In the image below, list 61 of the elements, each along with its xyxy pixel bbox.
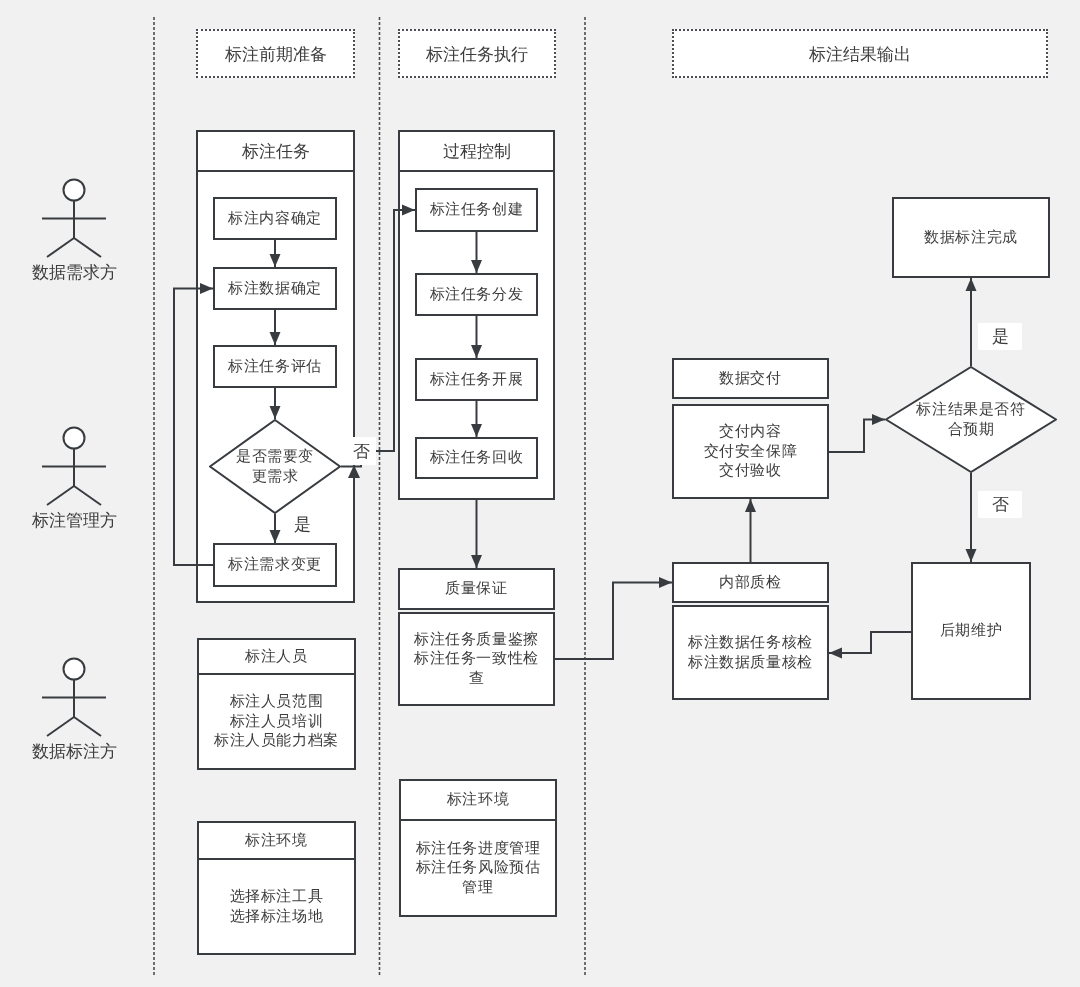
container-title: 标注任务 — [198, 132, 353, 172]
container-box — [398, 130, 555, 500]
arrow — [340, 204, 416, 468]
card-header: 标注环境 — [399, 779, 557, 821]
lane-header: 标注结果输出 — [672, 29, 1048, 78]
body-text: 交付安全保障 — [702, 441, 799, 462]
card-header: 内部质检 — [672, 562, 829, 603]
decision-diamond: 标注结果是否符合预期 — [885, 366, 1057, 473]
arrow — [269, 513, 281, 544]
process-box: 数据标注完成 — [892, 197, 1050, 278]
body-text: 标注任务质量鉴擦 — [413, 629, 540, 650]
card-header: 标注环境 — [197, 821, 356, 860]
body-text: 交付内容 — [718, 422, 783, 442]
arrow — [269, 239, 281, 268]
body-text: 选择标注场地 — [228, 906, 325, 926]
card-header: 数据交付 — [672, 358, 829, 399]
arrow — [173, 283, 214, 566]
arrow — [828, 631, 912, 659]
role-label: 标注管理方 — [30, 510, 118, 530]
process-box: 标注需求变更 — [213, 543, 337, 587]
container-title: 过程控制 — [400, 132, 553, 172]
body-text: 标注任务一致性检查 — [413, 649, 540, 689]
process-box: 后期维护 — [911, 562, 1031, 700]
body-text: 标注人员范围 — [228, 692, 325, 712]
container-box — [196, 130, 355, 603]
arrow — [269, 309, 281, 346]
arrow — [828, 414, 886, 453]
card-header: 质量保证 — [398, 568, 555, 610]
process-box: 标注任务创建 — [415, 188, 538, 232]
role-label: 数据需求方 — [30, 262, 118, 282]
arrow — [269, 387, 281, 420]
body-text: 交付验收 — [718, 461, 783, 481]
body-text: 标注数据质量核检 — [687, 652, 814, 672]
edge-label: 否 — [978, 490, 1022, 518]
lane-header: 标注前期准备 — [196, 29, 355, 78]
process-box: 标注任务开展 — [415, 358, 538, 401]
body-text: 标注人员能力档案 — [213, 731, 340, 751]
decision-diamond: 是否需要变更需求 — [209, 419, 341, 514]
body-text: 标注任务进度管理 — [414, 838, 542, 859]
arrow — [965, 277, 977, 367]
card-header: 标注人员 — [197, 638, 356, 675]
body-text: 标注人员培训 — [228, 711, 325, 732]
arrow — [554, 577, 673, 660]
role-label: 数据标注方 — [30, 741, 118, 761]
edge-label: 是 — [978, 322, 1022, 350]
arrow — [471, 499, 482, 569]
process-box: 标注内容确定 — [213, 197, 337, 240]
arrow — [965, 472, 977, 563]
body-text: 选择标注工具 — [228, 887, 325, 907]
arrow — [471, 400, 482, 438]
body-text: 标注任务风险预估管理 — [414, 858, 542, 898]
process-box: 标注任务分发 — [415, 273, 538, 316]
lane-header: 标注任务执行 — [398, 29, 556, 78]
process-box: 标注任务评估 — [213, 345, 337, 388]
process-box: 标注任务回收 — [415, 437, 538, 479]
body-text: 标注数据任务核检 — [687, 633, 814, 653]
process-box: 标注数据确定 — [213, 267, 337, 310]
edge-label: 是 — [292, 513, 312, 535]
arrow — [471, 231, 482, 274]
arrow — [745, 498, 756, 563]
arrow — [471, 315, 482, 359]
